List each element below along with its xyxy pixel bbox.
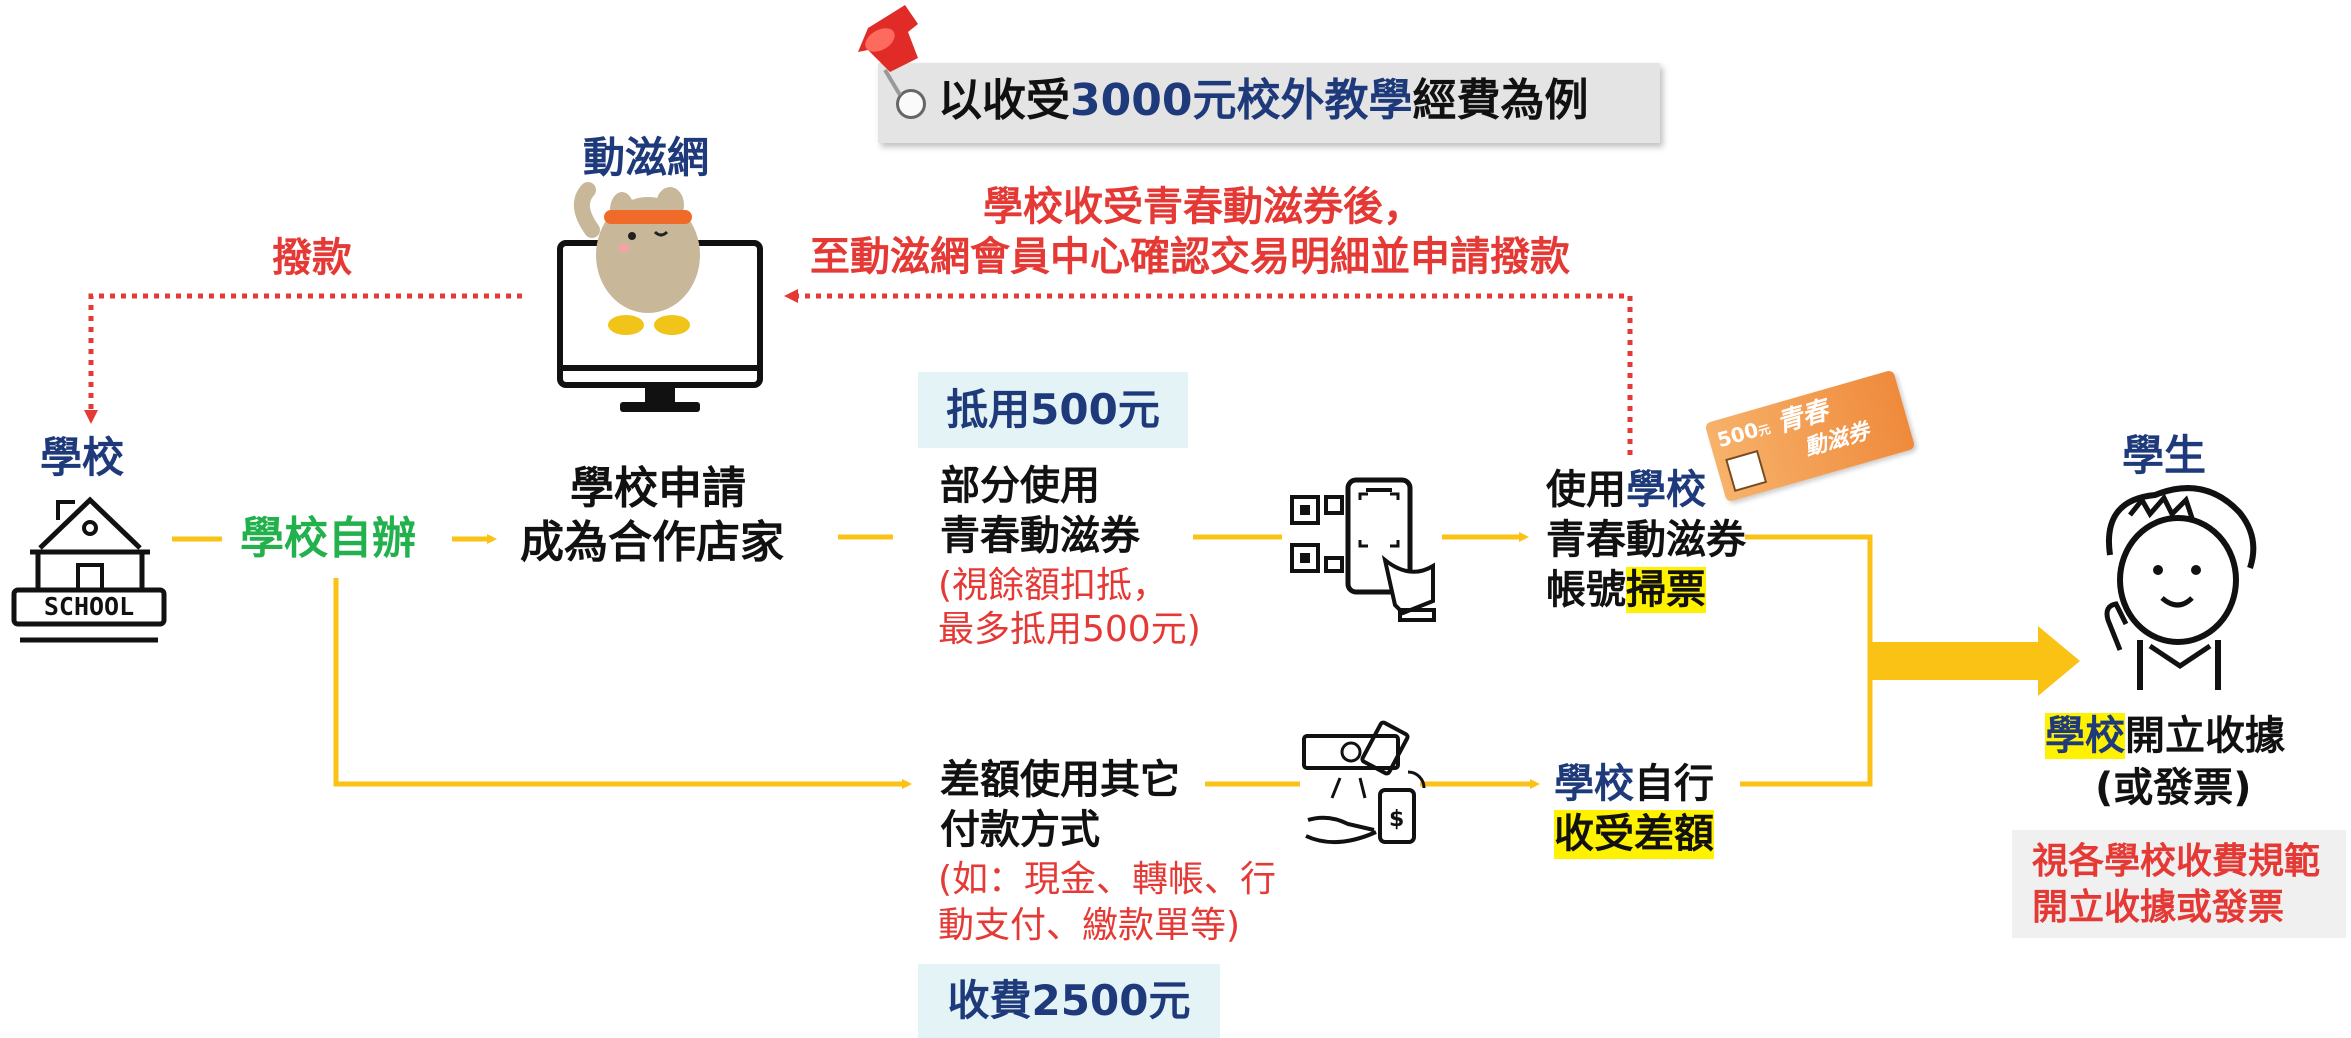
selfrun-to-diff-arrow	[333, 578, 912, 789]
student-label: 學生	[2122, 431, 2207, 480]
self-run-label: 學校自辦	[240, 513, 416, 564]
scan-school: 學校	[1626, 467, 1706, 513]
collect-self: 自行	[1634, 761, 1714, 807]
diff-note1: (如：現金、轉帳、行	[938, 859, 1277, 900]
apply-line2: 至動滋網會員中心確認交易明細並申請撥款	[810, 234, 1570, 280]
diff-note2: 動支付、繳款單等)	[938, 905, 1241, 946]
header-amount: 3000元	[1070, 75, 1237, 126]
note-box	[2012, 830, 2346, 938]
header-prefix: 以收受	[938, 75, 1070, 126]
merchant-line2: 成為合作店家	[520, 517, 784, 568]
deduct-badge: 抵用500元	[918, 372, 1188, 448]
disbursement-label: 撥款	[272, 235, 352, 281]
collect-line2: 收受差額	[1554, 810, 1714, 859]
receipt-line1: 學校開立收據	[2045, 712, 2285, 761]
merchant-line1: 學校申請	[570, 463, 746, 514]
school-label: 學校	[40, 433, 125, 482]
fee-badge: 收費2500元	[918, 964, 1220, 1038]
note-line2: 開立收據或發票	[2032, 887, 2285, 928]
header-banner	[878, 63, 1660, 143]
scan-use: 使用	[1546, 467, 1626, 513]
partial-note2: 最多抵用500元)	[938, 609, 1201, 650]
receipt-issue: 開立收據	[2125, 713, 2285, 759]
receipt-school: 學校	[2045, 713, 2125, 759]
header-bullet	[896, 89, 926, 119]
apply-line1: 學校收受青春動滋券後，	[983, 184, 1423, 230]
diff-line1: 差額使用其它	[940, 757, 1180, 803]
header-suffix: 經費為例	[1412, 75, 1589, 126]
scan-line2: 青春動滋券	[1546, 517, 1746, 563]
big-arrow-to-student	[1870, 626, 2080, 696]
scan-ticket-highlight: 掃票	[1626, 567, 1706, 613]
diff-line2: 付款方式	[940, 807, 1100, 853]
receipt-line2: (或發票)	[2095, 765, 2252, 811]
collect-line1: 學校自行	[1554, 760, 1714, 809]
header-mid: 校外教學	[1236, 75, 1413, 126]
scan-line1: 使用學校	[1546, 466, 1706, 515]
school-icon-text: SCHOOL	[43, 592, 135, 621]
apply-disbursement-arrow	[784, 289, 1633, 455]
header-title: 以收受3000元校外教學經費為例	[938, 74, 1588, 128]
disbursement-arrow	[84, 293, 522, 424]
partial-line1: 部分使用	[940, 463, 1100, 509]
scan-account: 帳號	[1546, 567, 1626, 613]
platform-label: 動滋網	[583, 133, 710, 182]
collect-school: 學校	[1554, 761, 1634, 807]
svg-text:$: $	[1389, 807, 1404, 832]
partial-note1: (視餘額扣抵，	[938, 565, 1169, 606]
partial-line2: 青春動滋券	[940, 513, 1140, 559]
scan-line3: 帳號掃票	[1546, 566, 1706, 615]
note-line1: 視各學校收費規範	[2032, 841, 2321, 882]
